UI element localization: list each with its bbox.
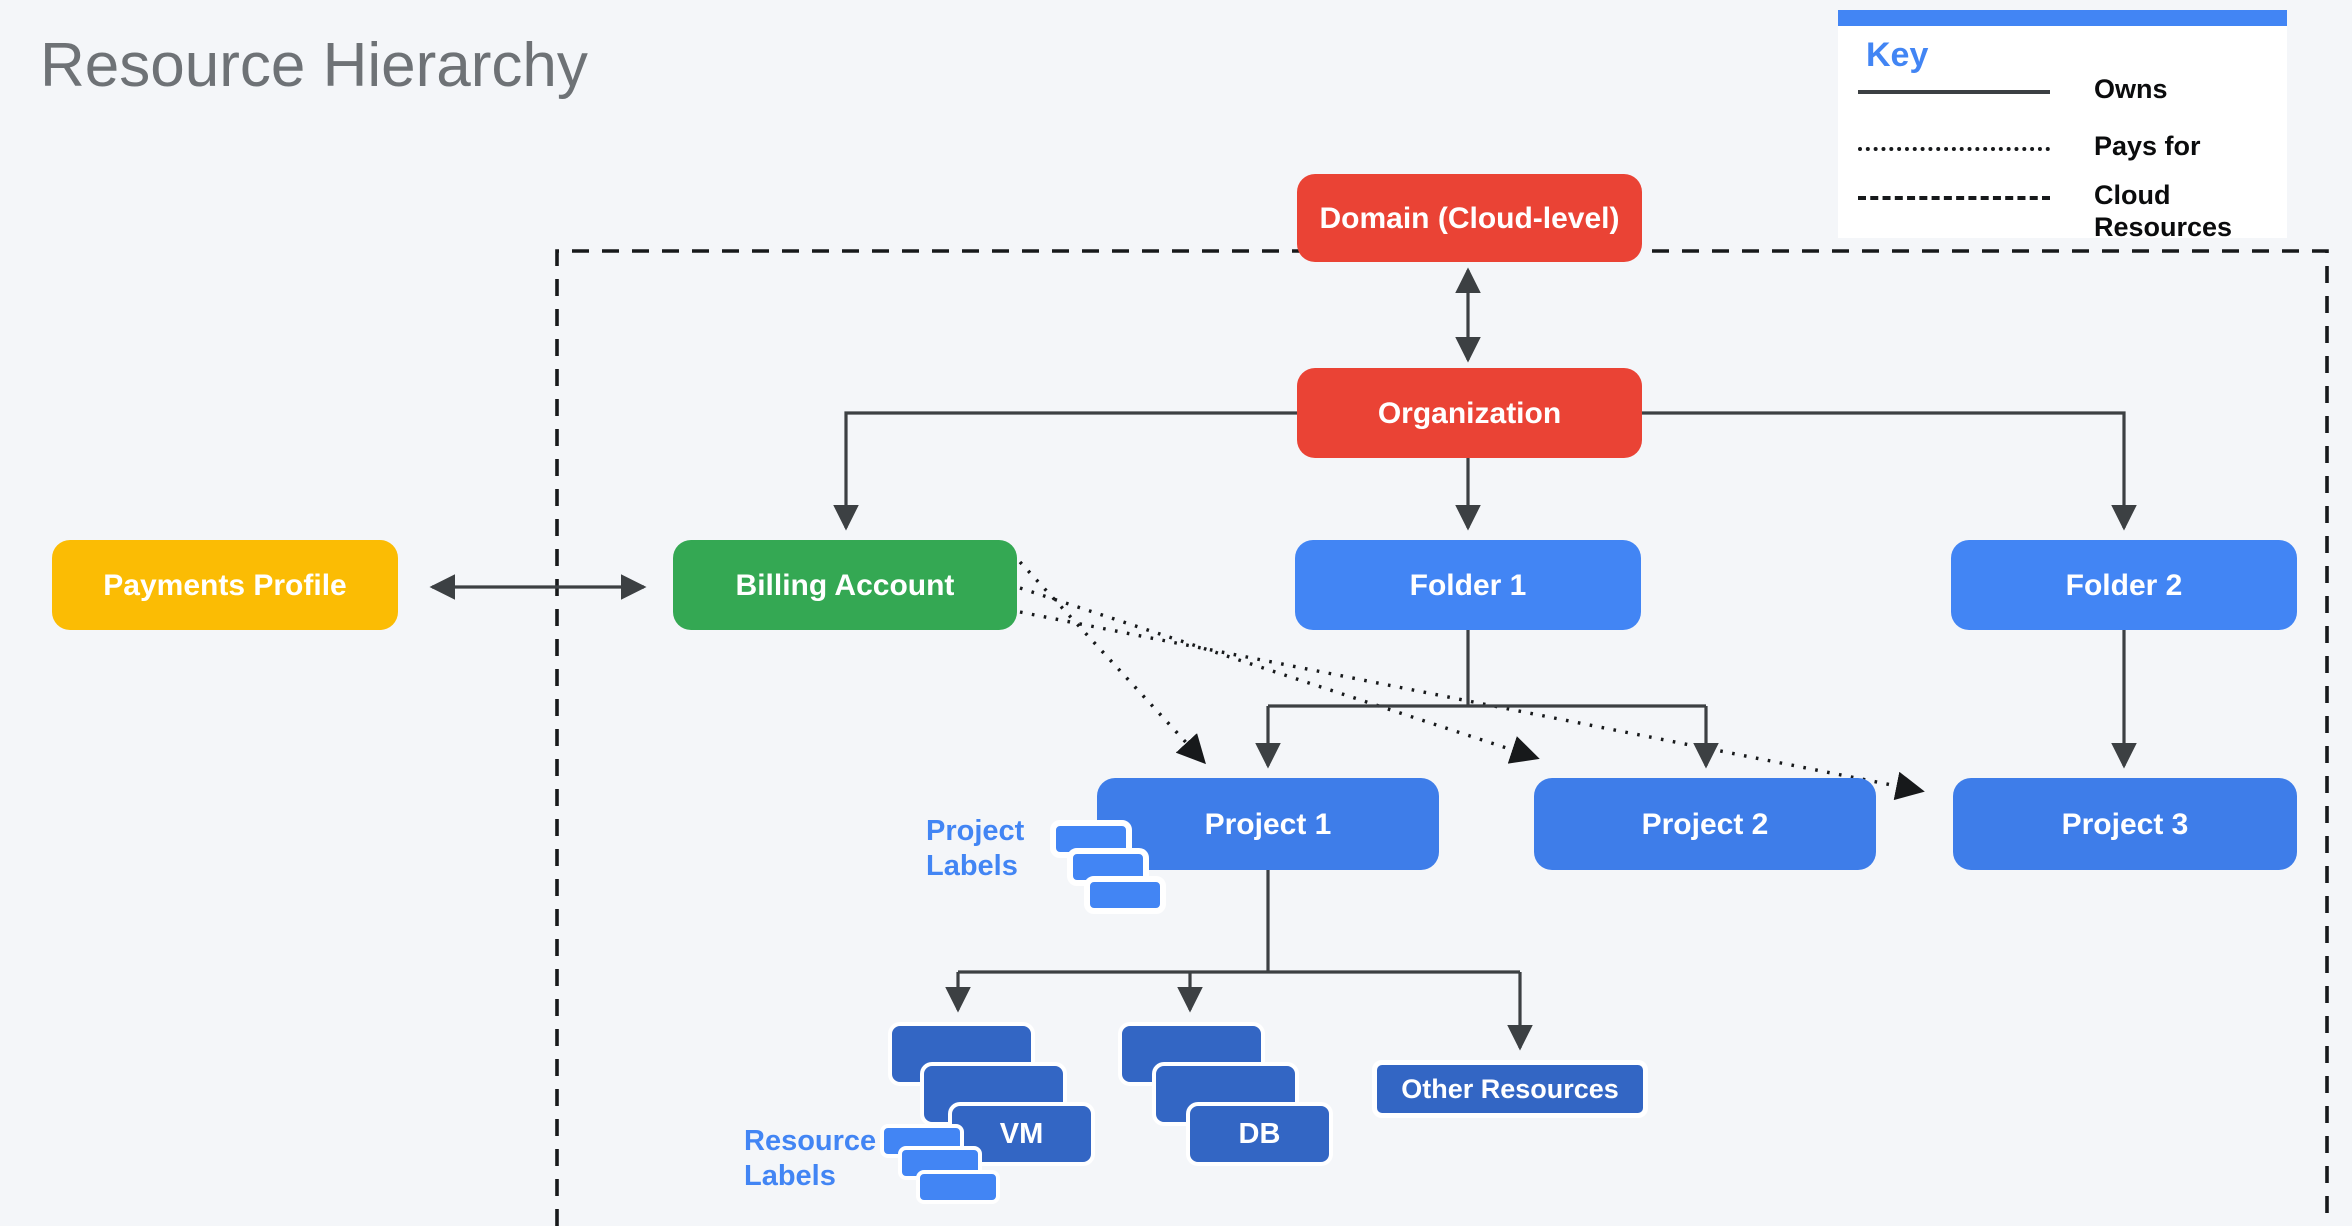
node-project-1: Project 1 — [1097, 778, 1439, 870]
paysfor-billing-project1 — [1018, 560, 1206, 765]
node-project-2-label: Project 2 — [1641, 807, 1769, 841]
node-project-2: Project 2 — [1534, 778, 1876, 870]
connector-organization-folder2 — [1642, 411, 2137, 531]
page-title: Resource Hierarchy — [40, 31, 588, 100]
resource-labels-annotation: Resource Labels — [744, 1124, 876, 1194]
node-project-3: Project 3 — [1953, 778, 2297, 870]
legend-solid-line-sample — [1858, 90, 2050, 94]
legend-key-panel: Key Owns Pays for Cloud Resources — [1838, 10, 2287, 242]
connector-organization-billing — [833, 411, 1297, 531]
node-organization-label: Organization — [1377, 396, 1562, 430]
node-payments-profile: Payments Profile — [52, 540, 398, 630]
node-other-resources: Other Resources — [1372, 1060, 1648, 1118]
paysfor-billing-project3 — [1019, 610, 1925, 801]
node-domain-label: Domain (Cloud-level) — [1319, 201, 1620, 235]
node-vm-label: VM — [999, 1117, 1044, 1150]
node-billing-account: Billing Account — [673, 540, 1017, 630]
legend-top-bar — [1838, 10, 2287, 26]
node-db: DB — [1186, 1102, 1333, 1166]
node-organization: Organization — [1297, 368, 1642, 458]
resource-labels-line2: Labels — [744, 1159, 836, 1192]
node-folder-2-label: Folder 2 — [2065, 568, 2183, 602]
node-domain: Domain (Cloud-level) — [1297, 174, 1642, 262]
node-billing-account-label: Billing Account — [735, 568, 955, 602]
legend-heading: Key — [1866, 36, 1929, 74]
legend-pays-for-label: Pays for — [2094, 131, 2201, 161]
node-db-label: DB — [1238, 1117, 1281, 1150]
connector-folder1-trunk — [1268, 630, 1706, 708]
node-other-resources-label: Other Resources — [1401, 1073, 1619, 1104]
node-project-1-label: Project 1 — [1204, 807, 1332, 841]
project-labels-card-icon — [1084, 876, 1166, 914]
resource-labels-card-icon — [916, 1170, 1000, 1204]
project-labels-annotation: Project Labels — [926, 814, 1024, 884]
connector-project1-trunk — [958, 870, 1520, 974]
legend-cloud-resources-label: Cloud Resources — [2094, 180, 2233, 242]
project-labels-line1: Project — [926, 815, 1025, 847]
legend-dotted-line-sample — [1858, 147, 2050, 151]
node-project-3-label: Project 3 — [2061, 807, 2189, 841]
node-folder-1-label: Folder 1 — [1409, 568, 1527, 602]
node-payments-profile-label: Payments Profile — [103, 568, 347, 602]
node-folder-1: Folder 1 — [1295, 540, 1641, 630]
legend-dashed-line-sample — [1858, 196, 2050, 200]
legend-owns-label: Owns — [2094, 74, 2168, 104]
node-folder-2: Folder 2 — [1951, 540, 2297, 630]
resource-labels-line1: Resource — [744, 1125, 877, 1157]
project-labels-line2: Labels — [926, 849, 1018, 882]
